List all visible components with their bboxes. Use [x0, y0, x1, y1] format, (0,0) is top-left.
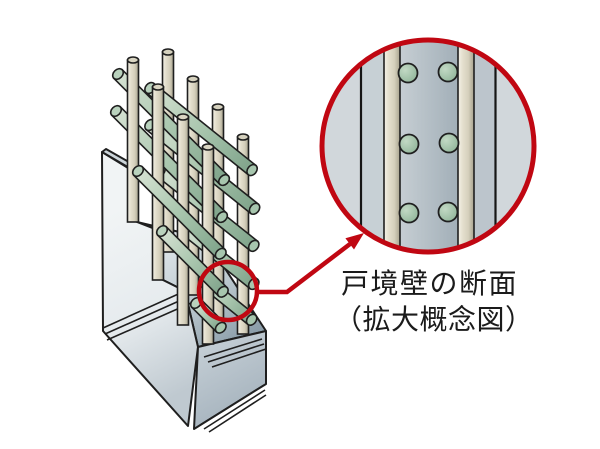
- caption: 戸境壁の断面 （拡大概念図）: [334, 266, 534, 338]
- detail-arrow: [258, 233, 364, 295]
- caption-line-2: （拡大概念図）: [334, 304, 534, 335]
- concrete-strip: [474, 42, 495, 250]
- horizontal-rebar-front-layer: [131, 164, 229, 334]
- magnifier-ring: [319, 37, 537, 255]
- vertical-rebar-section: [383, 42, 475, 250]
- rebar-horizontal-bar: [111, 67, 231, 187]
- caption-line-1: 戸境壁の断面: [341, 268, 519, 299]
- rebar-horizontal-bar: [109, 104, 229, 224]
- break-hatch-lines-right-bottom: [199, 384, 267, 433]
- rebar-vertical-bar: [126, 56, 140, 223]
- magnified-cross-section: [319, 37, 537, 255]
- rebar-horizontal-bar: [144, 81, 259, 177]
- rebar-horizontal-bar: [131, 164, 227, 260]
- detail-source-circle: [196, 259, 260, 323]
- rebar-horizontal-bar: [155, 224, 229, 298]
- horizontal-rebar-section-dots: [397, 61, 460, 224]
- arrowhead-icon: [345, 233, 364, 250]
- concrete-cut-face-right: [193, 330, 267, 430]
- break-hatch-lines-right-top: [203, 338, 267, 368]
- concrete-strip: [362, 42, 384, 250]
